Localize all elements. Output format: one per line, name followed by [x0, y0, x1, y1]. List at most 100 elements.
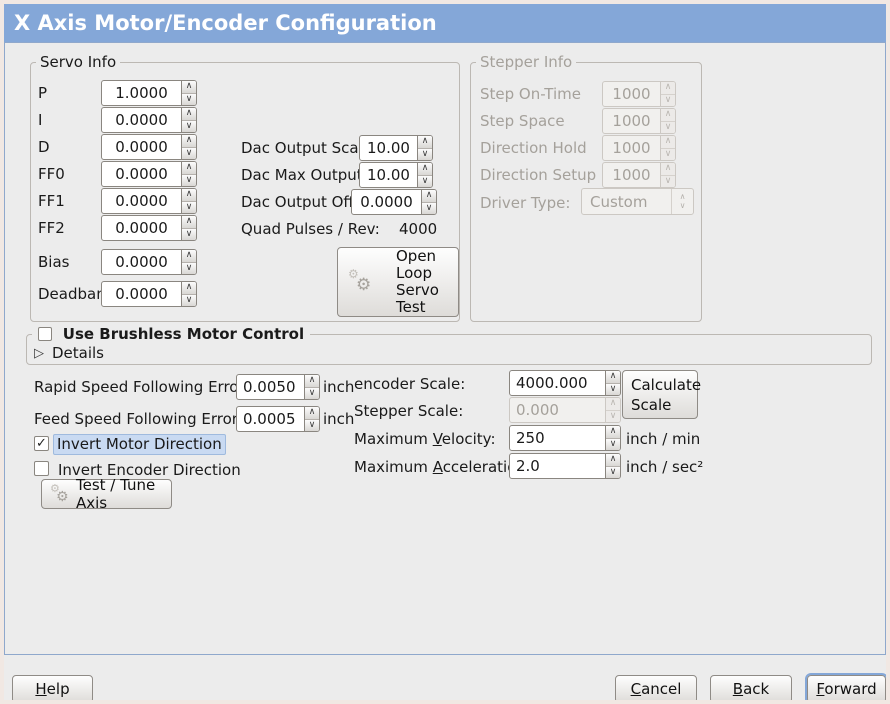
spin-up-icon[interactable]	[305, 407, 319, 420]
spin-up-icon[interactable]	[182, 135, 196, 148]
spin-down-icon[interactable]	[606, 438, 620, 450]
bias-value[interactable]: 0.0000	[115, 253, 168, 271]
invert-encoder-label[interactable]: Invert Encoder Direction	[58, 461, 241, 479]
deadband-spinbox[interactable]: 0.0000	[101, 281, 197, 307]
dac-max-output-spinbox[interactable]: 10.00	[359, 162, 433, 188]
d-spinbox[interactable]: 0.0000	[101, 134, 197, 160]
max-velocity-value[interactable]: 250	[516, 429, 545, 447]
dac-output-scale-value[interactable]: 10.00	[367, 139, 410, 157]
step-on-time-label: Step On-Time	[480, 85, 581, 103]
dac-max-output-value[interactable]: 10.00	[367, 166, 410, 184]
encoder-scale-value[interactable]: 4000.000	[516, 374, 588, 392]
spin-up-icon[interactable]	[422, 190, 436, 203]
spin-down-icon[interactable]	[182, 147, 196, 159]
direction-setup-spinbox: 1000	[602, 162, 676, 188]
invert-motor-label[interactable]: Invert Motor Direction	[53, 434, 226, 455]
spin-down-icon[interactable]	[305, 419, 319, 431]
gear-icon: ⚙	[50, 482, 60, 495]
i-value[interactable]: 0.0000	[115, 111, 168, 129]
open-loop-servo-test-button[interactable]: ⚙ ⚙ Open Loop Servo Test	[337, 247, 459, 317]
rapid-following-error-value[interactable]: 0.0050	[243, 378, 296, 396]
rapid-following-error-spinbox[interactable]: 0.0050	[236, 374, 320, 400]
i-spinbox[interactable]: 0.0000	[101, 107, 197, 133]
test-tune-axis-button[interactable]: ⚙ ⚙ Test / Tune Axis	[41, 476, 172, 512]
spin-up-icon[interactable]	[606, 426, 620, 439]
p-spinbox[interactable]: 1.0000	[101, 80, 197, 106]
spin-up-icon[interactable]	[182, 189, 196, 202]
calculate-scale-button[interactable]: Calculate Scale	[622, 370, 701, 419]
spin-down-icon[interactable]	[182, 120, 196, 132]
spin-up-icon[interactable]	[305, 375, 319, 388]
bias-spinbox[interactable]: 0.0000	[101, 249, 197, 275]
open-loop-line: Open	[396, 247, 437, 265]
max-acceleration-spinbox[interactable]: 2.0	[509, 453, 621, 479]
spin-up-icon[interactable]	[182, 216, 196, 229]
max-velocity-spinbox[interactable]: 250	[509, 425, 621, 451]
step-on-time-value: 1000	[612, 85, 651, 103]
ff1-spinbox[interactable]: 0.0000	[101, 188, 197, 214]
direction-hold-value: 1000	[612, 139, 651, 157]
spin-up-icon[interactable]	[418, 136, 432, 149]
encoder-scale-spinbox[interactable]: 4000.000	[509, 370, 621, 396]
max-acceleration-value[interactable]: 2.0	[516, 457, 540, 475]
p-value[interactable]: 1.0000	[115, 84, 168, 102]
spin-down-icon[interactable]	[182, 201, 196, 213]
dac-output-offset-spinbox[interactable]: 0.0000	[351, 189, 437, 215]
combo-arrows-icon: ∧ ∨	[671, 189, 693, 214]
spin-up-icon[interactable]	[418, 163, 432, 176]
help-button[interactable]: Help	[12, 675, 93, 700]
forward-button[interactable]: Forward	[805, 673, 886, 700]
open-loop-line: Test	[396, 298, 426, 316]
spin-down-icon[interactable]	[422, 202, 436, 214]
invert-motor-checkbox[interactable]: ✓	[34, 436, 49, 451]
details-label[interactable]: Details	[52, 344, 105, 362]
direction-setup-label: Direction Setup	[480, 166, 597, 184]
use-brushless-label[interactable]: Use Brushless Motor Control	[62, 325, 305, 343]
deadband-value[interactable]: 0.0000	[115, 285, 168, 303]
driver-type-label: Driver Type:	[480, 194, 571, 212]
spin-up-icon[interactable]	[182, 108, 196, 121]
d-value[interactable]: 0.0000	[115, 138, 168, 156]
spin-down-icon[interactable]	[606, 383, 620, 395]
ff0-value[interactable]: 0.0000	[115, 165, 168, 183]
ff0-spinbox[interactable]: 0.0000	[101, 161, 197, 187]
spin-down-icon[interactable]	[182, 294, 196, 306]
spin-up-icon[interactable]	[606, 371, 620, 384]
cancel-button[interactable]: Cancel	[615, 675, 697, 700]
spin-down-icon[interactable]	[305, 387, 319, 399]
spin-up-icon[interactable]	[182, 282, 196, 295]
spin-up-icon[interactable]	[606, 454, 620, 467]
spin-down-icon[interactable]	[182, 228, 196, 240]
spin-up-icon[interactable]	[182, 81, 196, 94]
spin-down-icon[interactable]	[418, 175, 432, 187]
spin-down-icon[interactable]	[606, 466, 620, 478]
spin-down-icon	[661, 121, 675, 133]
back-button[interactable]: Back	[710, 675, 792, 700]
details-expander-icon[interactable]: ▷	[34, 346, 44, 361]
max-acceleration-unit: inch / sec²	[626, 458, 704, 476]
spin-down-icon[interactable]	[418, 148, 432, 160]
spin-down-icon[interactable]	[182, 174, 196, 186]
spin-up-icon	[661, 163, 675, 176]
driver-type-select: Custom ∧ ∨	[581, 188, 694, 215]
stepper-scale-spinbox: 0.000	[509, 397, 621, 423]
ff2-label: FF2	[38, 219, 65, 237]
spin-up-icon[interactable]	[182, 250, 196, 263]
dac-output-offset-value[interactable]: 0.0000	[360, 193, 413, 211]
spin-down-icon[interactable]	[182, 262, 196, 274]
rapid-following-error-label: Rapid Speed Following Error:	[34, 378, 250, 396]
invert-encoder-checkbox[interactable]	[34, 461, 49, 476]
feed-following-error-spinbox[interactable]: 0.0005	[236, 406, 320, 432]
ff1-value[interactable]: 0.0000	[115, 192, 168, 210]
spin-down-icon	[661, 175, 675, 187]
dac-output-scale-spinbox[interactable]: 10.00	[359, 135, 433, 161]
feed-following-error-value[interactable]: 0.0005	[243, 410, 296, 428]
ff2-spinbox[interactable]: 0.0000	[101, 215, 197, 241]
ff2-value[interactable]: 0.0000	[115, 219, 168, 237]
spin-up-icon[interactable]	[182, 162, 196, 175]
spin-up-icon	[661, 82, 675, 95]
spin-down-icon[interactable]	[182, 93, 196, 105]
d-label: D	[38, 138, 50, 156]
use-brushless-checkbox[interactable]	[38, 327, 52, 341]
